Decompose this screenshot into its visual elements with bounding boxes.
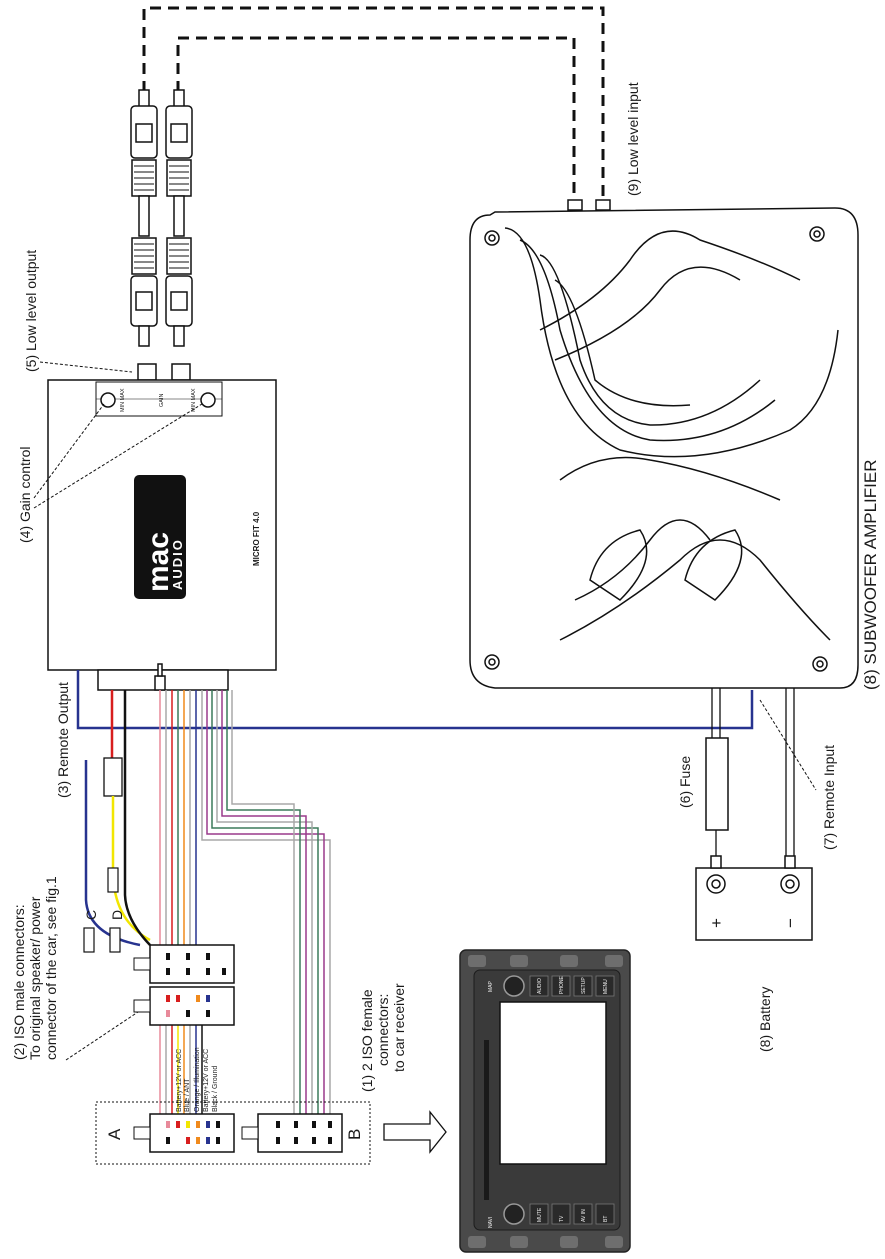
svg-text:Blue / ANT: Blue / ANT	[184, 1078, 191, 1112]
receiver-button-labels: MAP AUDIO PHONE SETUP MENU NAVI MUTE TV …	[488, 976, 609, 1228]
gain-control-leaders	[33, 403, 203, 509]
receiver-knob-bottom	[503, 1203, 525, 1225]
gain-control-label: (4) Gain control	[17, 447, 33, 543]
svg-text:Battery+12V or ACC: Battery+12V or ACC	[176, 1049, 183, 1112]
subwoofer-amplifier	[469, 199, 859, 689]
iso-female-connector-a	[133, 1113, 235, 1153]
gain-knob-right[interactable]	[200, 392, 216, 408]
car-receiver: MAP AUDIO PHONE SETUP MENU NAVI MUTE TV …	[459, 949, 631, 1253]
remote-input-label: (7) Remote Input	[821, 745, 837, 850]
remote-input-leader	[759, 699, 817, 791]
wire-color-labels: Battery+12V or ACC Blue / ANT Orange / I…	[176, 1047, 219, 1112]
svg-text:connectors:: connectors:	[375, 994, 391, 1066]
svg-text:(1) 2 ISO female: (1) 2 ISO female	[359, 989, 375, 1092]
svg-text:TV: TV	[559, 1215, 565, 1222]
remote-wire	[76, 670, 754, 730]
low-level-input-label: (9) Low level input	[625, 82, 641, 196]
battery-label: (8) Battery	[757, 987, 773, 1052]
iso-male-label: (2) ISO male connectors: To original spe…	[11, 876, 59, 1060]
svg-text:(2) ISO male connectors:: (2) ISO male connectors:	[11, 904, 27, 1060]
iso-male-leader	[65, 1011, 139, 1061]
gain-knob-left[interactable]	[100, 392, 116, 408]
rca-cable-left	[130, 89, 158, 347]
fuse-label: (6) Fuse	[677, 756, 693, 808]
svg-text:AUDIO: AUDIO	[537, 978, 543, 994]
interface-device: GAIN MIN MAX MIN MAX mac AUDIO MICRO FIT…	[47, 379, 277, 671]
svg-text:AV IN: AV IN	[581, 1209, 587, 1222]
svg-text:MUTE: MUTE	[537, 1207, 543, 1222]
svg-text:connector of the car, see fig.: connector of the car, see fig.1	[43, 876, 59, 1060]
iso-female-group-box	[95, 1101, 371, 1165]
receiver-knob-top	[503, 975, 525, 997]
power-wires	[84, 690, 151, 947]
mac-audio-logo: mac AUDIO	[134, 475, 186, 599]
low-level-output-sockets	[137, 363, 191, 381]
svg-text:MAP: MAP	[488, 981, 494, 993]
svg-text:To original speaker/ power: To original speaker/ power	[27, 896, 43, 1060]
harness-wires	[159, 690, 331, 1114]
remote-output-label: (3) Remote Output	[55, 682, 71, 798]
subwoofer-label: (8) SUBWOOFER AMPLIFIER	[861, 460, 880, 690]
svg-text:Black / Ground: Black / Ground	[212, 1066, 219, 1112]
fuse	[705, 737, 729, 831]
iso-male-connectors	[133, 944, 235, 1026]
connector-b-letter: B	[345, 1129, 364, 1140]
svg-text:PHONE: PHONE	[559, 976, 565, 994]
iso-female-label: (1) 2 ISO female connectors: to car rece…	[359, 983, 407, 1092]
min-max-right: MIN MAX	[191, 388, 197, 412]
svg-text:NAVI: NAVI	[488, 1217, 494, 1228]
model-name: MICRO FIT 4.0	[252, 511, 261, 566]
inline-connectors	[83, 867, 121, 953]
svg-text:MENU: MENU	[603, 979, 609, 994]
svg-text:Orange / Illumination: Orange / Illumination	[194, 1047, 201, 1112]
svg-text:SETUP: SETUP	[581, 977, 587, 994]
min-max-left: MIN MAX	[120, 388, 126, 412]
connector-d-letter: D	[109, 910, 125, 920]
iso-female-connector-b	[241, 1113, 343, 1153]
svg-text:AUDIO: AUDIO	[170, 538, 185, 590]
svg-text:Battery+12V or ACC: Battery+12V or ACC	[203, 1049, 210, 1112]
connector-c-letter: C	[83, 910, 99, 920]
battery-plus: +	[707, 918, 726, 928]
connector-a-letter: A	[105, 1128, 124, 1140]
low-level-output-leader	[39, 361, 133, 373]
device-harness-connector	[97, 663, 229, 691]
svg-text:mac: mac	[142, 532, 175, 592]
receiver-screen	[499, 1001, 607, 1165]
battery	[695, 855, 813, 941]
svg-text:BT: BT	[603, 1216, 609, 1222]
battery-minus: −	[781, 918, 800, 928]
amp-power-wires	[711, 688, 795, 858]
low-level-cables	[142, 6, 605, 200]
arrow-to-receiver	[383, 1110, 447, 1154]
svg-text:to car receiver: to car receiver	[391, 983, 407, 1072]
gain-panel-label: GAIN	[159, 394, 165, 407]
low-level-output-label: (5) Low level output	[23, 250, 39, 372]
rca-cable-right	[165, 89, 193, 347]
